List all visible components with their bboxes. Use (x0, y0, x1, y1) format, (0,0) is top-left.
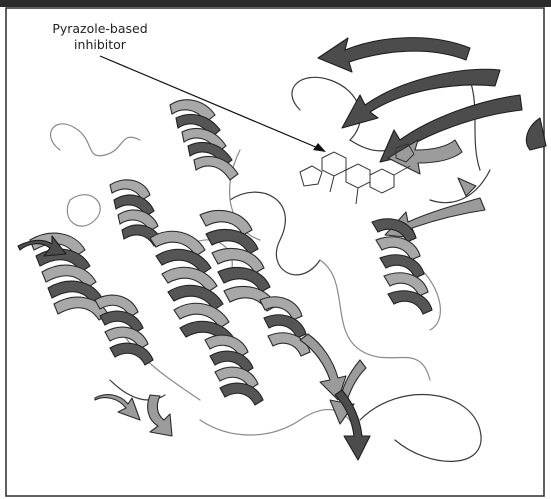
helix-6 (95, 295, 153, 365)
helix-9 (260, 297, 310, 356)
cropped-header-strip (0, 0, 551, 7)
helix-8 (372, 219, 432, 314)
helix-3 (30, 233, 108, 320)
alpha-helices (30, 100, 432, 405)
inhibitor-label-line1: Pyrazole-based (52, 21, 147, 36)
inhibitor-label-line2: inhibitor (74, 37, 127, 52)
helix-4 (150, 231, 235, 346)
helix-7 (205, 335, 263, 405)
helix-1 (170, 100, 238, 180)
